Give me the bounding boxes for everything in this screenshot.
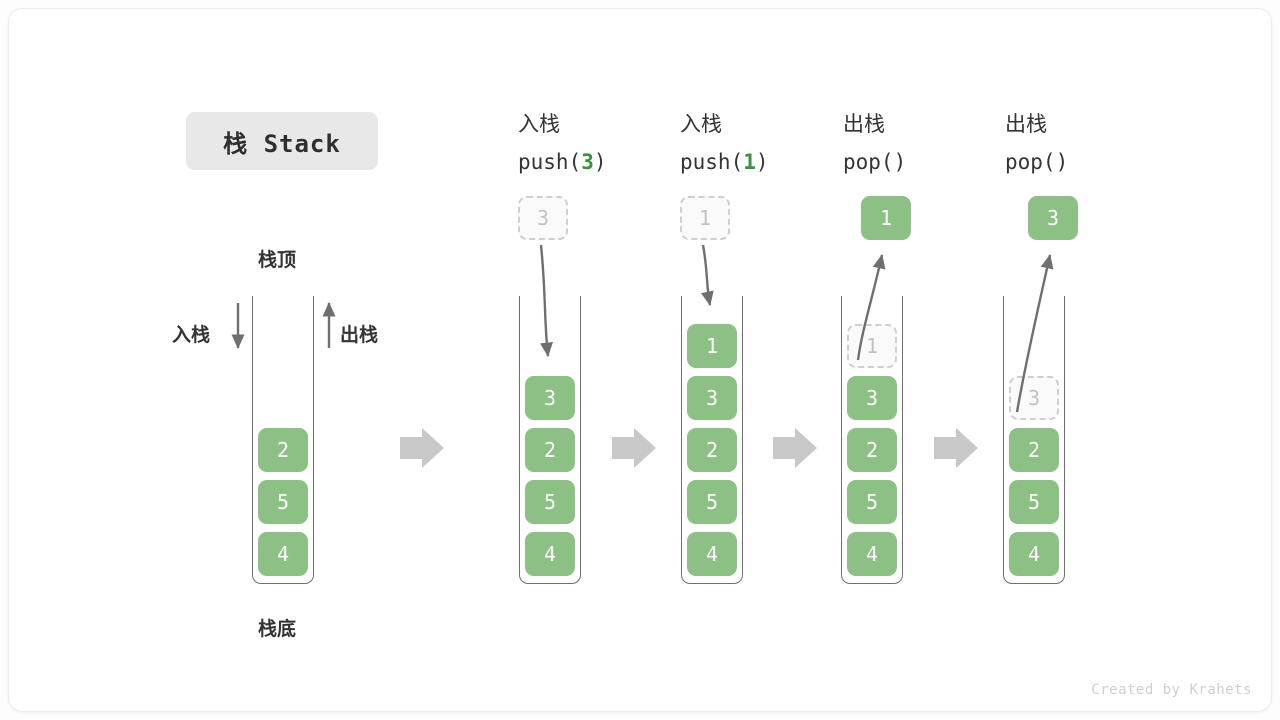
stack-cells-push-1: 4 5 2 3 1 (687, 324, 737, 576)
stack-wall-right (313, 296, 314, 568)
stack-cell: 3 (847, 376, 897, 420)
stack-column-pop-3: 4 5 2 3 (1003, 296, 1065, 584)
stack-floor (841, 552, 903, 584)
stack-cell: 2 (687, 428, 737, 472)
stack-wall-left (519, 296, 520, 568)
stack-cell-ghost: 3 (1009, 376, 1059, 420)
column-header-cn-1: 入栈 (518, 112, 560, 136)
column-header-pop-3: 出栈 pop() (1005, 105, 1068, 181)
stack-cell: 2 (258, 428, 308, 472)
stack-cell: 2 (847, 428, 897, 472)
column-header-code-1: push(3) (518, 150, 607, 174)
stack-cell: 4 (525, 532, 575, 576)
stack-cell: 4 (687, 532, 737, 576)
stack-cell: 1 (687, 324, 737, 368)
label-stack-bottom: 栈底 (258, 618, 297, 640)
stack-cell: 5 (687, 480, 737, 524)
stack-floor (519, 552, 581, 584)
stack-cell: 5 (258, 480, 308, 524)
column-header-push-1: 入栈 push(1) (680, 105, 769, 181)
floating-box-pop-3: 3 (1028, 196, 1078, 240)
stack-wall-right (742, 296, 743, 568)
stack-cells-pop-3: 4 5 2 3 (1009, 376, 1059, 576)
stack-wall-left (1003, 296, 1004, 568)
stack-column-push-3: 4 5 2 3 (519, 296, 581, 584)
floating-box-push-1: 1 (680, 196, 730, 240)
stack-floor (252, 552, 314, 584)
label-pop-side: 出栈 (340, 324, 379, 346)
stack-wall-left (252, 296, 253, 568)
column-header-pop-1: 出栈 pop() (843, 105, 906, 181)
stack-cell: 5 (1009, 480, 1059, 524)
stack-column-push-1: 4 5 2 3 1 (681, 296, 743, 584)
floating-box-push-3: 3 (518, 196, 568, 240)
column-header-cn-3: 出栈 (843, 112, 885, 136)
diagram-title-badge: 栈 Stack (186, 112, 378, 170)
column-header-push-3: 入栈 push(3) (518, 105, 607, 181)
label-push-side: 入栈 (172, 324, 211, 346)
stack-wall-right (1064, 296, 1065, 568)
column-header-code-2: push(1) (680, 150, 769, 174)
stack-cells-pop-1: 4 5 2 3 1 (847, 324, 897, 576)
stack-cells-push-3: 4 5 2 3 (525, 376, 575, 576)
stack-cell: 5 (847, 480, 897, 524)
stack-column-pop-1: 4 5 2 3 1 (841, 296, 903, 584)
stack-cell-ghost: 1 (847, 324, 897, 368)
stack-column-initial: 4 5 2 (252, 296, 314, 584)
stack-cell: 2 (525, 428, 575, 472)
stack-cells-initial: 4 5 2 (258, 428, 308, 576)
column-header-code-3: pop() (843, 150, 907, 174)
floating-box-pop-1: 1 (861, 196, 911, 240)
stack-floor (681, 552, 743, 584)
label-stack-top: 栈顶 (258, 249, 297, 271)
stack-cell: 4 (847, 532, 897, 576)
stack-cell: 2 (1009, 428, 1059, 472)
credit-text: Created by Krahets (1091, 682, 1252, 698)
column-header-cn-2: 入栈 (680, 112, 722, 136)
stack-cell: 4 (258, 532, 308, 576)
column-header-cn-4: 出栈 (1005, 112, 1047, 136)
stack-wall-right (902, 296, 903, 568)
stack-wall-left (841, 296, 842, 568)
stack-cell: 3 (687, 376, 737, 420)
stack-floor (1003, 552, 1065, 584)
stack-cell: 4 (1009, 532, 1059, 576)
stack-wall-right (580, 296, 581, 568)
column-header-code-4: pop() (1005, 150, 1069, 174)
stack-cell: 5 (525, 480, 575, 524)
stack-cell: 3 (525, 376, 575, 420)
stack-wall-left (681, 296, 682, 568)
